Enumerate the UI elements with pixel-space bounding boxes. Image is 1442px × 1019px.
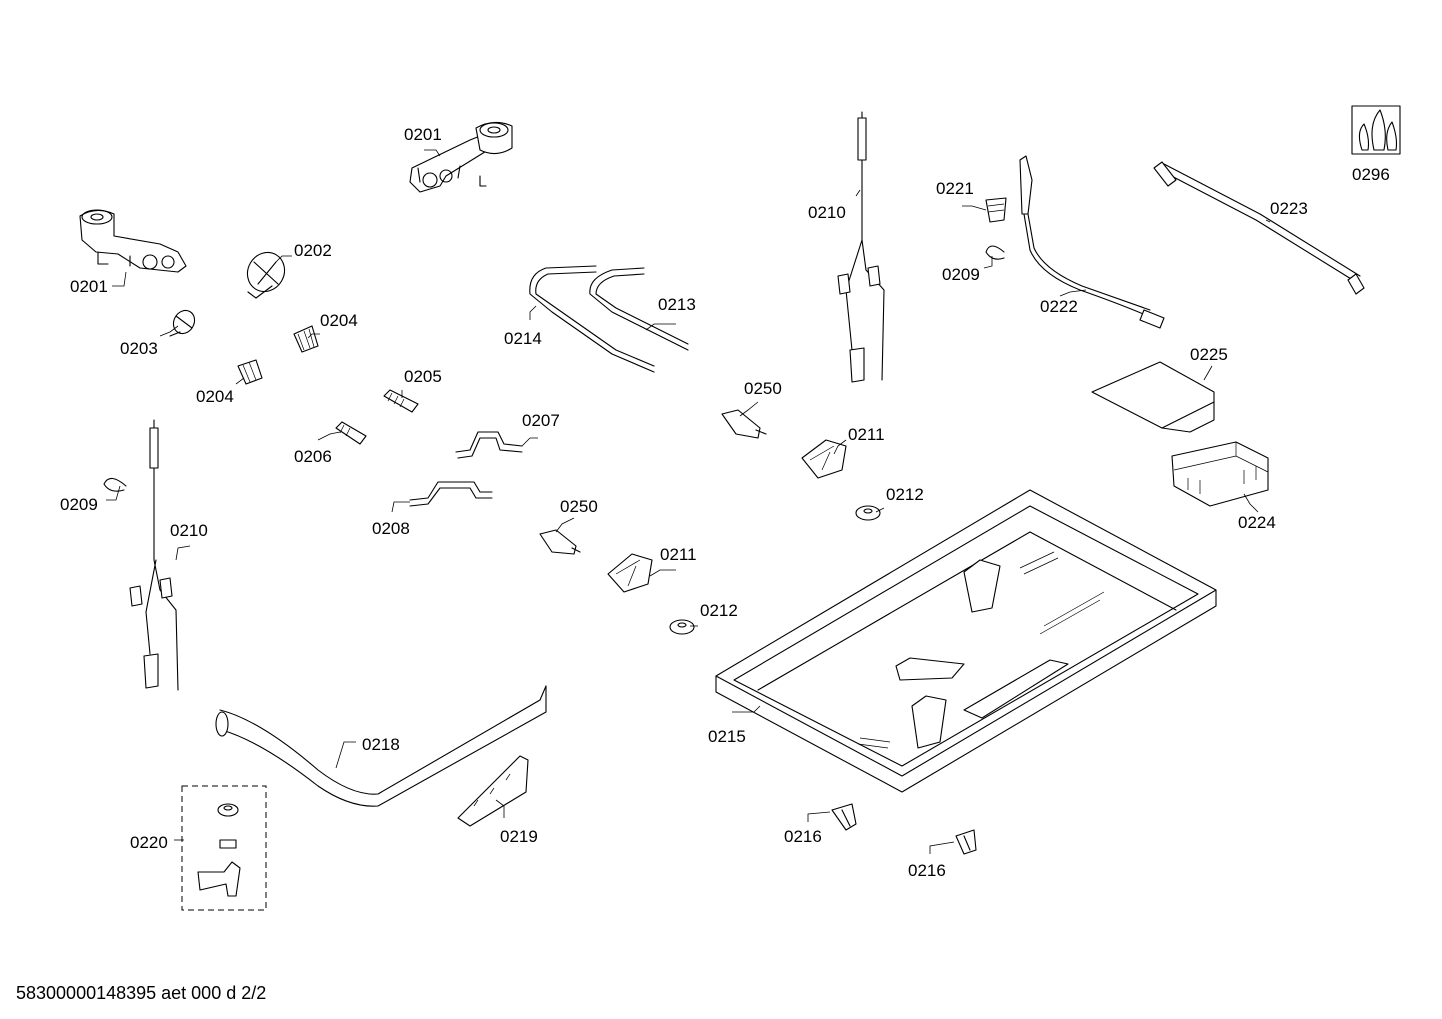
label-0210-right: 0210 (808, 203, 846, 222)
label-0218: 0218 (362, 735, 400, 754)
label-0296: 0296 (1352, 165, 1390, 184)
label-0204-lower: 0204 (196, 387, 234, 406)
label-0201-upper: 0201 (404, 125, 442, 144)
grommet-upper (293, 325, 319, 353)
gas-flame-icon (1351, 105, 1401, 155)
label-0225: 0225 (1190, 345, 1228, 364)
label-0201-left: 0201 (70, 277, 108, 296)
gas-pipe-left-long (529, 265, 655, 373)
label-0250-upper: 0250 (744, 379, 782, 398)
label-0221: 0221 (936, 179, 974, 198)
knob-washer-upper (855, 505, 881, 521)
ignition-wiring-harness (1153, 161, 1365, 295)
injector-nozzle-upper (383, 389, 419, 413)
safety-valve-lower (607, 553, 653, 593)
burner-clip-large (246, 251, 286, 299)
document-id: 58300000148395 aet 000 d 2/2 (16, 983, 266, 1003)
label-0208: 0208 (372, 519, 410, 538)
label-0220: 0220 (130, 833, 168, 852)
label-0209-right: 0209 (942, 265, 980, 284)
ignition-module (1171, 441, 1269, 507)
pipe-bracket (457, 755, 529, 827)
label-0214: 0214 (504, 329, 542, 348)
burner-valve-body-left (79, 209, 187, 273)
retaining-clip-left (103, 477, 127, 492)
label-0205: 0205 (404, 367, 442, 386)
label-0209-left: 0209 (60, 495, 98, 514)
gas-tap-upper (721, 409, 767, 439)
thermocouple-harness-right (837, 111, 885, 383)
label-0204-upper: 0204 (320, 311, 358, 330)
fixing-clip-upper (831, 803, 857, 831)
label-0211-lower: 0211 (660, 545, 697, 564)
label-0207: 0207 (522, 411, 560, 430)
label-0213: 0213 (658, 295, 696, 314)
label-0215: 0215 (708, 727, 746, 746)
leader-lines (106, 149, 1271, 854)
gas-tap-lower (539, 529, 581, 555)
ignition-grommet (985, 197, 1007, 223)
safety-valve-upper (801, 439, 847, 479)
fixing-clip-lower (955, 829, 977, 855)
label-0212-lower: 0212 (700, 601, 738, 620)
gas-pipe-right-long (589, 267, 689, 351)
label-0222: 0222 (1040, 297, 1078, 316)
label-0216-upper: 0216 (784, 827, 822, 846)
retaining-clip-right (985, 245, 1005, 260)
label-0216-lower: 0216 (908, 861, 946, 880)
electronic-cover-plate (1091, 361, 1215, 433)
label-0211-upper: 0211 (848, 425, 885, 444)
label-0223: 0223 (1270, 199, 1308, 218)
part-labels: 0201 0201 0202 0203 0204 0204 0205 0206 … (60, 125, 1390, 880)
injector-nozzle-lower (335, 421, 367, 445)
gas-pipe-long (409, 481, 493, 507)
knob-washer-lower (669, 619, 695, 635)
label-0202: 0202 (294, 241, 332, 260)
burner-clip-small (169, 309, 196, 337)
thermocouple-harness-left (129, 419, 179, 691)
label-0210-left: 0210 (170, 521, 208, 540)
label-0206: 0206 (294, 447, 332, 466)
label-0224: 0224 (1238, 513, 1276, 532)
gas-main-pipe (215, 685, 547, 807)
grommet-lower (237, 359, 263, 385)
label-0250-lower: 0250 (560, 497, 598, 516)
gas-connector-kit (181, 785, 267, 911)
burner-valve-body-upper (409, 121, 513, 193)
ignition-electrode-cable (1019, 155, 1165, 329)
gas-pipe-short (455, 431, 523, 459)
label-0219: 0219 (500, 827, 538, 846)
label-0203: 0203 (120, 339, 158, 358)
label-0212-upper: 0212 (886, 485, 924, 504)
cooktop-base-tray (715, 489, 1217, 793)
